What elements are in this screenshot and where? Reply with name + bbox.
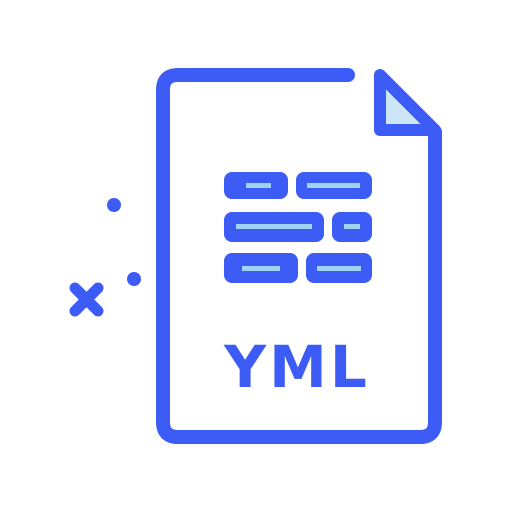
data-block-line (307, 183, 360, 188)
extension-label: YML (223, 333, 370, 401)
dot-icon (107, 198, 121, 212)
data-block-line (236, 224, 312, 229)
dot-icon (127, 272, 141, 286)
cross-icon (69, 282, 104, 317)
data-block-line (317, 266, 361, 271)
data-block-row-2 (224, 212, 372, 242)
data-block-row-3 (224, 253, 372, 283)
document-outline (156, 68, 442, 444)
folded-corner-icon (374, 69, 441, 136)
data-block-line (344, 224, 360, 229)
data-block-line (242, 266, 280, 271)
data-block-row-1 (224, 172, 372, 199)
data-block-line (246, 183, 271, 188)
